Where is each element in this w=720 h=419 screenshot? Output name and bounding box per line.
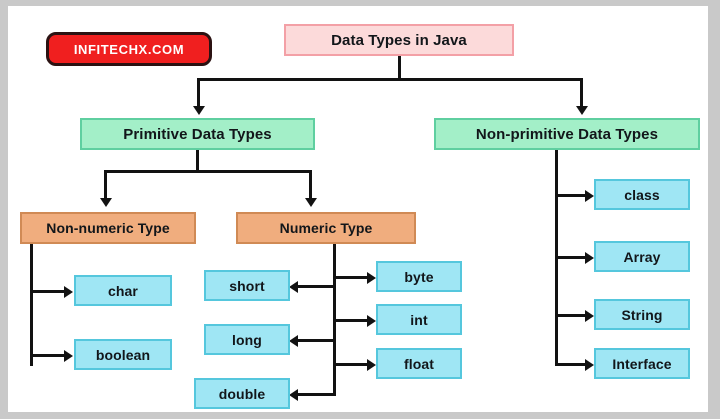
node-char-label: char (108, 282, 138, 299)
node-byte-label: byte (404, 268, 434, 285)
connector-root-stem (398, 56, 401, 78)
connector-root-to-nonprimitive (580, 78, 583, 108)
arrow-primitive-to-nonnumeric-icon (99, 198, 112, 207)
arrow-nonprimitive-to-array-icon (585, 251, 594, 264)
arrow-primitive-to-numeric-icon (304, 198, 317, 207)
arrow-numeric-to-int-icon (367, 314, 376, 327)
connector-root-bus (197, 78, 582, 81)
arrow-nonprimitive-to-class-icon (585, 189, 594, 202)
node-boolean-label: boolean (95, 346, 151, 363)
node-class[interactable]: class (594, 179, 690, 210)
arrow-root-to-nonprimitive-icon (575, 106, 588, 115)
node-short-label: short (229, 277, 265, 294)
connector-nonnumeric-to-boolean (30, 354, 66, 357)
connector-primitive-bus (104, 170, 312, 173)
arrow-nonprimitive-to-interface-icon (585, 358, 594, 371)
node-primitive-label: Primitive Data Types (123, 125, 272, 143)
node-numeric-label: Numeric Type (279, 220, 373, 236)
arrow-numeric-to-long-icon (289, 334, 298, 347)
node-float[interactable]: float (376, 348, 462, 379)
connector-numeric-to-short (298, 285, 336, 288)
arrow-numeric-to-double-icon (289, 388, 298, 401)
node-non-primitive-label: Non-primitive Data Types (475, 125, 659, 143)
connector-primitive-to-numeric (309, 170, 312, 200)
node-boolean[interactable]: boolean (74, 339, 172, 370)
node-string[interactable]: String (594, 299, 690, 330)
arrow-numeric-to-short-icon (289, 280, 298, 293)
node-long-label: long (232, 331, 262, 348)
arrow-nonnumeric-to-char-icon (64, 285, 73, 298)
node-byte[interactable]: byte (376, 261, 462, 292)
connector-primitive-to-nonnumeric (104, 170, 107, 200)
connector-numeric-to-float (333, 363, 369, 366)
connector-primitive-stem (196, 150, 199, 170)
connector-nonprimitive-to-string (555, 314, 587, 317)
connector-numeric-to-double (298, 393, 336, 396)
node-char[interactable]: char (74, 275, 172, 306)
node-string-label: String (621, 306, 663, 323)
node-non-numeric[interactable]: Non-numeric Type (20, 212, 196, 244)
node-int-label: int (410, 311, 428, 328)
node-double[interactable]: double (194, 378, 290, 409)
watermark-label: INFITECHX.COM (73, 41, 185, 57)
node-primitive[interactable]: Primitive Data Types (80, 118, 315, 150)
node-int[interactable]: int (376, 304, 462, 335)
connector-nonprimitive-to-interface (555, 363, 587, 366)
arrow-nonprimitive-to-string-icon (585, 309, 594, 322)
connector-numeric-to-long (298, 339, 336, 342)
connector-nonprimitive-to-class (555, 194, 587, 197)
connector-nonnumeric-spine (30, 244, 33, 366)
arrow-nonnumeric-to-boolean-icon (64, 349, 73, 362)
node-array[interactable]: Array (594, 241, 690, 272)
node-interface-label: Interface (612, 355, 672, 372)
connector-nonprimitive-to-array (555, 256, 587, 259)
node-numeric[interactable]: Numeric Type (236, 212, 416, 244)
node-short[interactable]: short (204, 270, 290, 301)
arrow-numeric-to-float-icon (367, 358, 376, 371)
node-long[interactable]: long (204, 324, 290, 355)
arrow-root-to-primitive-icon (192, 106, 205, 115)
node-class-label: class (624, 186, 660, 203)
connector-root-to-primitive (197, 78, 200, 108)
node-non-primitive[interactable]: Non-primitive Data Types (434, 118, 700, 150)
arrow-numeric-to-byte-icon (367, 271, 376, 284)
node-non-numeric-label: Non-numeric Type (46, 220, 170, 236)
node-float-label: float (403, 355, 435, 372)
watermark-badge: INFITECHX.COM (46, 32, 212, 66)
diagram-canvas: INFITECHX.COM Data Types in Java Primiti… (8, 6, 708, 412)
node-root-label: Data Types in Java (331, 31, 467, 49)
connector-numeric-to-int (333, 319, 369, 322)
node-interface[interactable]: Interface (594, 348, 690, 379)
connector-numeric-to-byte (333, 276, 369, 279)
node-double-label: double (218, 385, 266, 402)
node-root[interactable]: Data Types in Java (284, 24, 514, 56)
connector-nonnumeric-to-char (30, 290, 66, 293)
node-array-label: Array (623, 248, 661, 265)
